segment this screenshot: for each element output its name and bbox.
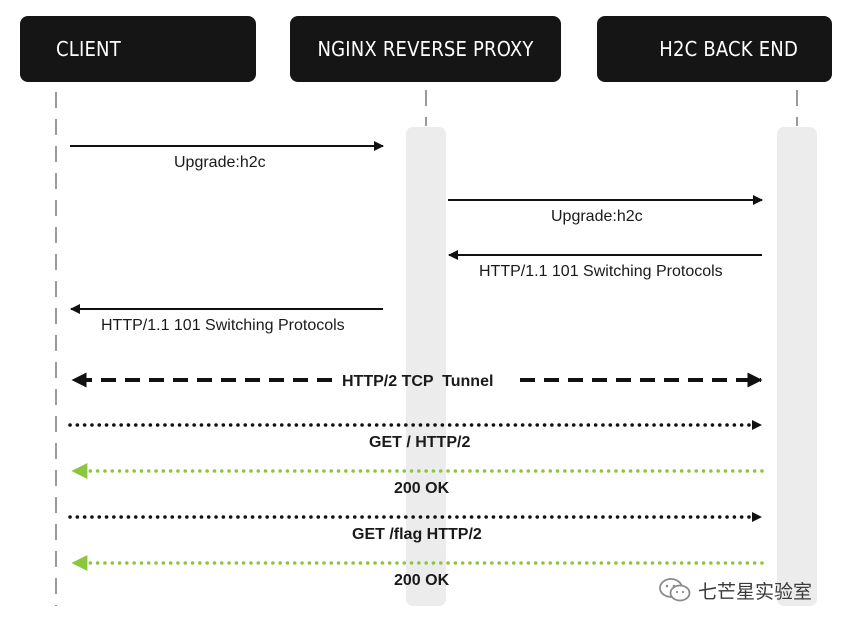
actor-client-label: CLIENT <box>56 37 121 61</box>
label-switching-proxy-to-client: HTTP/1.1 101 Switching Protocols <box>101 317 345 334</box>
actor-client: CLIENT <box>20 16 256 82</box>
label-switching-backend-to-proxy: HTTP/1.1 101 Switching Protocols <box>479 263 723 280</box>
label-get-root: GET / HTTP/2 <box>369 434 470 451</box>
label-get-flag: GET /flag HTTP/2 <box>352 526 482 543</box>
backend-activation-bar <box>777 127 817 606</box>
watermark: 七芒星实验室 <box>658 576 812 604</box>
actor-h2c-back-end: H2C BACK END <box>597 16 832 82</box>
label-http2-tcp-tunnel: HTTP/2 TCP Tunnel <box>342 373 493 390</box>
watermark-text: 七芒星实验室 <box>698 580 813 603</box>
wechat-icon <box>659 578 691 602</box>
label-200-ok-second: 200 OK <box>394 572 450 589</box>
actor-nginx-reverse-proxy: NGINX REVERSE PROXY <box>290 16 561 82</box>
label-upgrade-client-to-proxy: Upgrade:h2c <box>174 154 266 171</box>
label-upgrade-proxy-to-backend: Upgrade:h2c <box>551 208 643 225</box>
actor-backend-label: H2C BACK END <box>659 37 798 61</box>
actor-proxy-label: NGINX REVERSE PROXY <box>317 37 534 61</box>
label-200-ok-first: 200 OK <box>394 480 450 497</box>
proxy-activation-bar <box>406 127 446 606</box>
